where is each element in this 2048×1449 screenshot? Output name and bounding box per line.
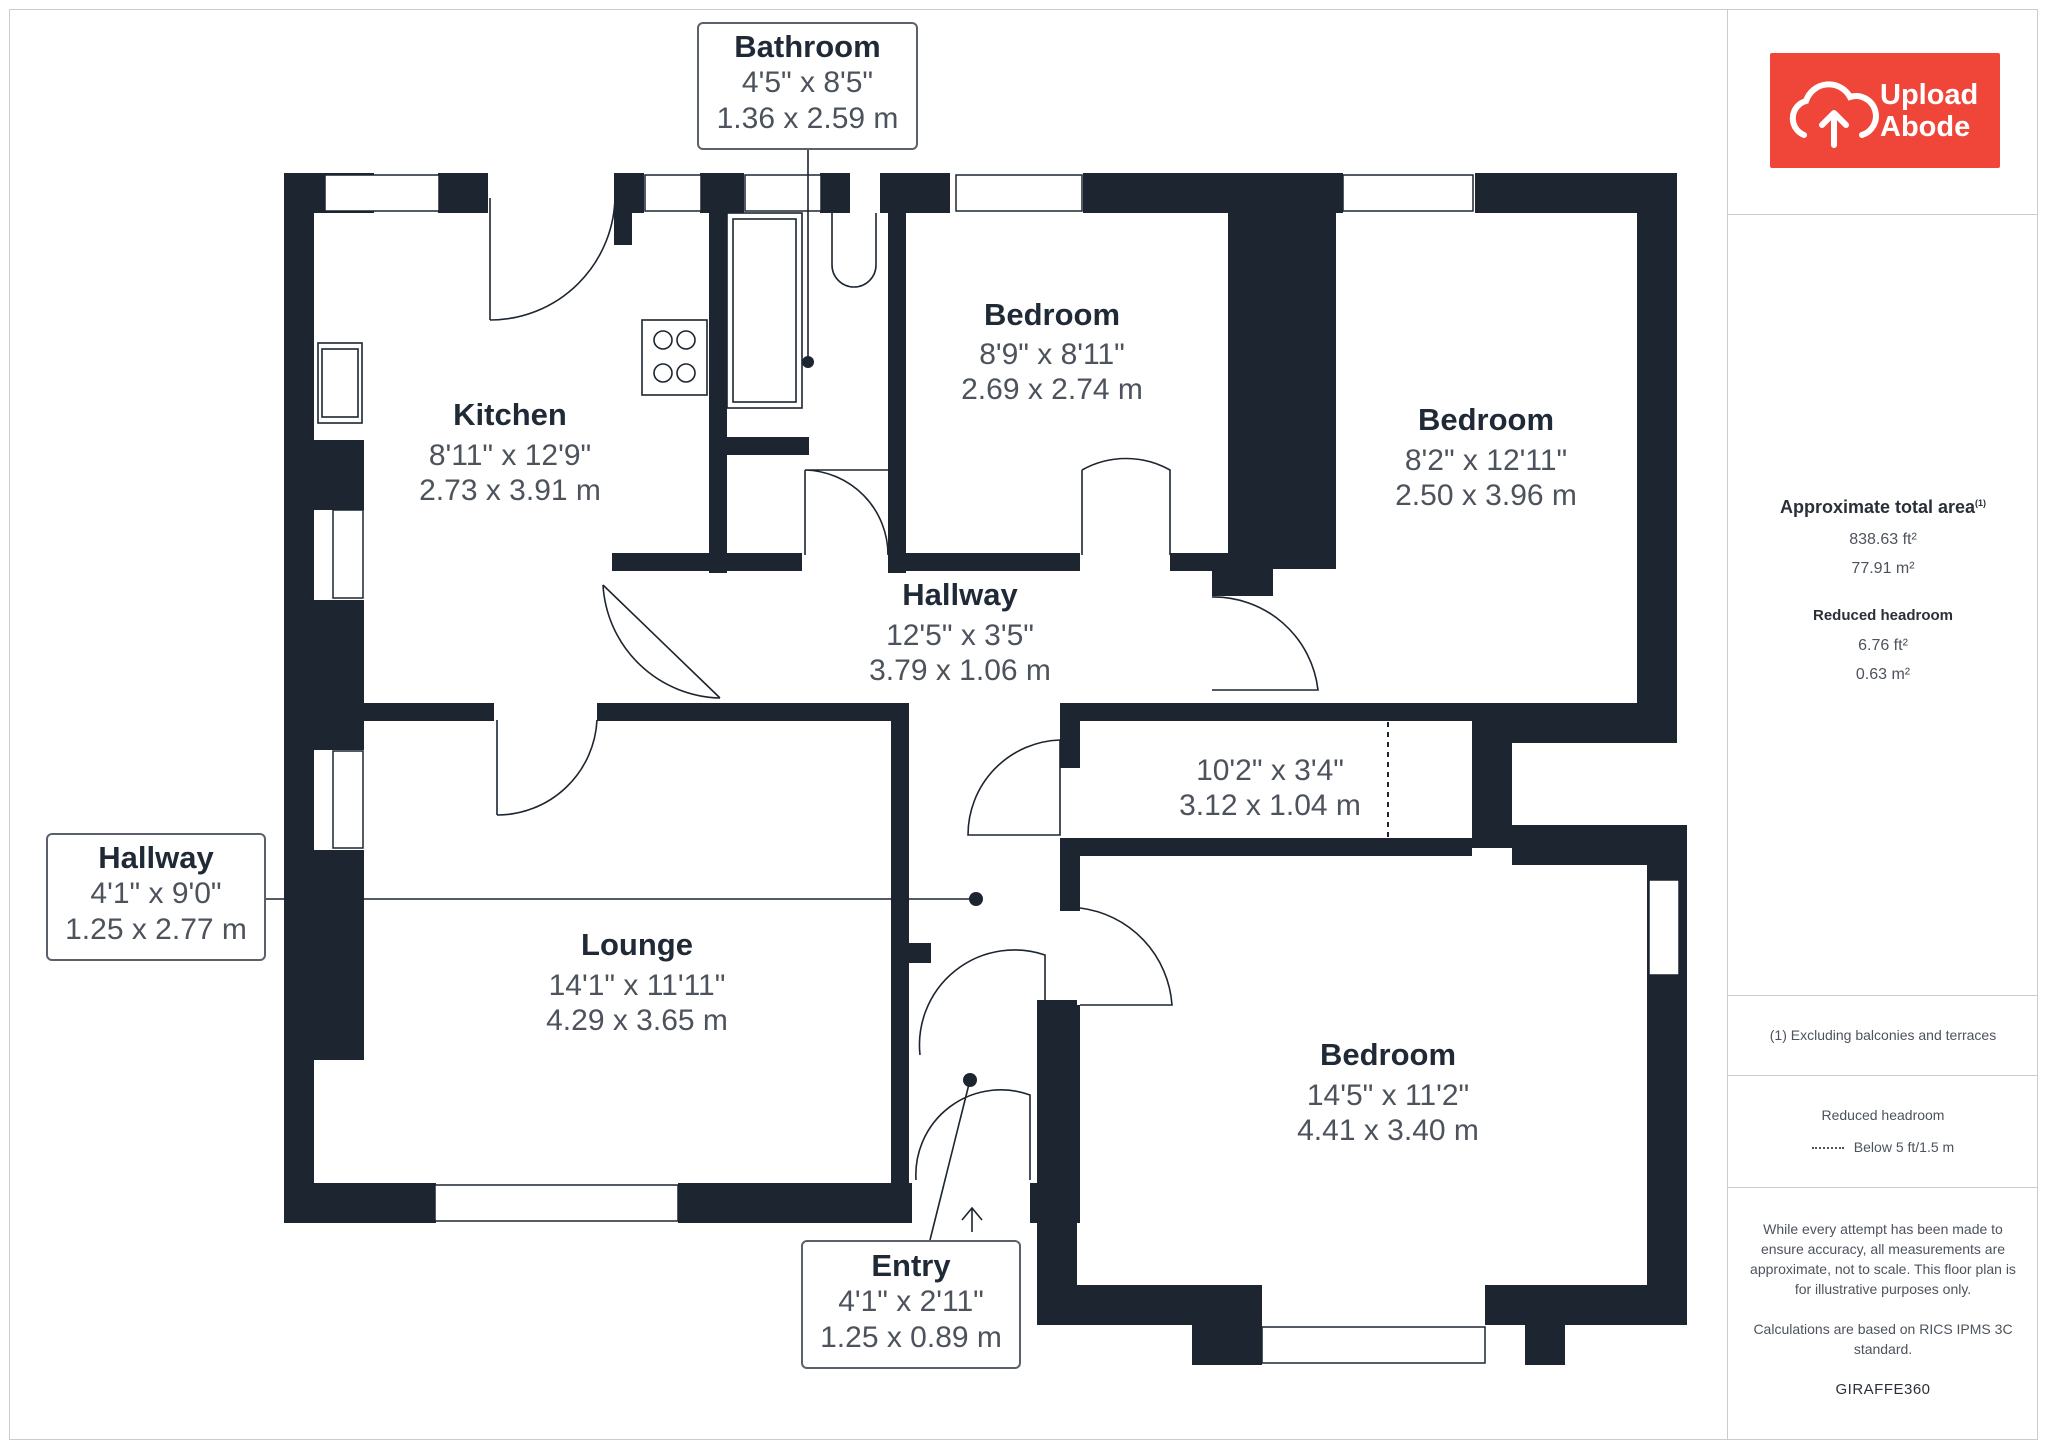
hallway-imperial: 12'5" x 3'5" bbox=[886, 619, 1034, 652]
lounge-imperial: 14'1" x 11'11" bbox=[549, 969, 726, 1002]
callout-entry-imperial: 4'1" x 2'11" bbox=[838, 1285, 984, 1318]
bedroom1-imperial: 8'9" x 8'11" bbox=[979, 338, 1125, 371]
kitchen-metric: 2.73 x 3.91 m bbox=[419, 474, 601, 507]
disclaimer: While every attempt has been made to ens… bbox=[1750, 1221, 2016, 1297]
callout-bathroom-name: Bathroom bbox=[734, 29, 881, 64]
legend-title: Reduced headroom bbox=[1821, 1107, 1945, 1123]
kitchen-imperial: 8'11" x 12'9" bbox=[429, 439, 591, 472]
page-frame bbox=[9, 9, 2038, 1440]
total-area-heading: Approximate total area(1) bbox=[1728, 497, 2038, 518]
hallway-metric: 3.79 x 1.06 m bbox=[869, 654, 1051, 687]
callout-entry-metric: 1.25 x 0.89 m bbox=[820, 1321, 1002, 1354]
hallway-name: Hallway bbox=[902, 577, 1018, 612]
store-imperial: 10'2" x 3'4" bbox=[1196, 754, 1344, 787]
bedroom1-metric: 2.69 x 2.74 m bbox=[961, 373, 1143, 406]
walls bbox=[284, 173, 1687, 1365]
callout-entry-name: Entry bbox=[871, 1248, 951, 1283]
kitchen-name: Kitchen bbox=[453, 397, 567, 432]
callout-bathroom-metric: 1.36 x 2.59 m bbox=[716, 102, 899, 135]
footnote: (1) Excluding balconies and terraces bbox=[1769, 1027, 1997, 1043]
reduced-headroom-label: Reduced headroom bbox=[1812, 607, 1954, 624]
logo-line1: Upload bbox=[1880, 79, 1979, 111]
sidebar: Upload Abode Approximate total area(1) 8… bbox=[1727, 9, 2038, 1440]
callout-hallway: Hallway 4'1" x 9'0" 1.25 x 2.77 m bbox=[46, 833, 266, 961]
bedroom3-name: Bedroom bbox=[1320, 1037, 1456, 1072]
legend-item-label: Below 5 ft/1.5 m bbox=[1853, 1139, 1955, 1155]
upload-abode-logo: Upload Abode bbox=[1770, 53, 2000, 168]
callout-hallway-imperial: 4'1" x 9'0" bbox=[90, 877, 222, 910]
callout-hallway-name: Hallway bbox=[98, 840, 214, 875]
logo-line2: Abode bbox=[1880, 111, 1971, 143]
callout-bathroom: Bathroom 4'5" x 8'5" 1.36 x 2.59 m bbox=[697, 22, 918, 150]
bedroom2-metric: 2.50 x 3.96 m bbox=[1395, 479, 1577, 512]
dotted-line-icon bbox=[1811, 1147, 1844, 1150]
callout-hallway-metric: 1.25 x 2.77 m bbox=[65, 913, 247, 946]
lounge-metric: 4.29 x 3.65 m bbox=[546, 1004, 728, 1037]
total-area-label: Approximate total area bbox=[1779, 497, 1976, 517]
reduced-headroom-ft: 6.76 ft² bbox=[1858, 637, 1908, 654]
total-area-note-marker: (1) bbox=[1975, 498, 1987, 508]
doors-and-fixtures bbox=[266, 150, 1389, 1241]
lounge-name: Lounge bbox=[581, 927, 693, 962]
bedroom1-name: Bedroom bbox=[984, 297, 1120, 332]
callout-bathroom-imperial: 4'5" x 8'5" bbox=[741, 66, 874, 99]
store-metric: 3.12 x 1.04 m bbox=[1179, 789, 1361, 822]
windows bbox=[324, 174, 1680, 1364]
legend-item: Below 5 ft/1.5 m bbox=[1728, 1137, 2038, 1157]
bedroom2-name: Bedroom bbox=[1418, 402, 1554, 437]
bedroom3-metric: 4.41 x 3.40 m bbox=[1297, 1114, 1479, 1147]
total-area-m: 77.91 m² bbox=[1851, 560, 1915, 577]
reduced-headroom-m: 0.63 m² bbox=[1855, 666, 1911, 683]
callout-entry: Entry 4'1" x 2'11" 1.25 x 0.89 m bbox=[801, 1240, 1021, 1369]
calc-note: Calculations are based on RICS IPMS 3C s… bbox=[1753, 1321, 2013, 1357]
floor-plan: Kitchen 8'11" x 12'9" 2.73 x 3.91 m Bedr… bbox=[266, 150, 1687, 1365]
bedroom3-imperial: 14'5" x 11'2" bbox=[1307, 1079, 1469, 1112]
bedroom2-imperial: 8'2" x 12'11" bbox=[1405, 444, 1567, 477]
cloud-upload-icon bbox=[1789, 81, 1879, 148]
total-area-ft: 838.63 ft² bbox=[1849, 531, 1917, 548]
room-labels: Kitchen 8'11" x 12'9" 2.73 x 3.91 m Bedr… bbox=[419, 297, 1577, 1147]
giraffe360-brand: GIRAFFE360 bbox=[1835, 1381, 1931, 1398]
